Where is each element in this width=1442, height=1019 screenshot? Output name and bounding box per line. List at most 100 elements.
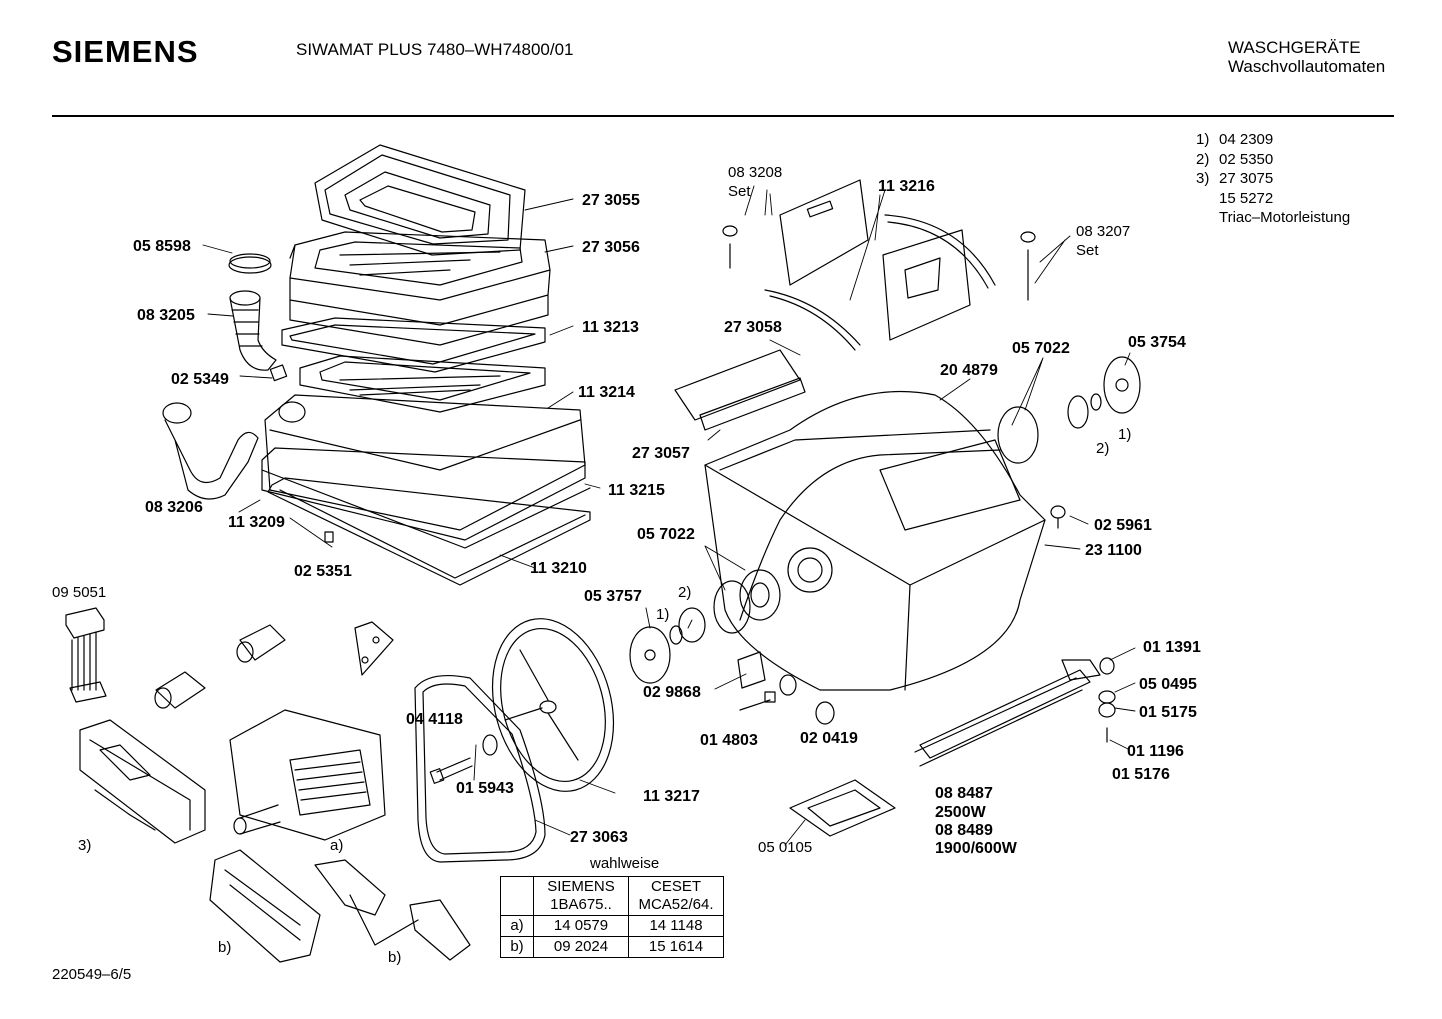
label-113214: 11 3214 [578,384,635,401]
label-1900w: 1900/600W [935,840,1018,857]
options-cell: 14 0579 [533,915,629,937]
label-113216: 11 3216 [878,178,935,195]
wiring-connector [65,607,107,703]
label-025349: 02 5349 [171,371,229,388]
pulley-bolt [429,734,498,784]
label-095051: 09 5051 [52,584,106,601]
footnote-1: 1)04 2309 [1196,131,1274,148]
filler-hose [229,290,288,382]
label-029868: 02 9868 [643,684,701,701]
label-113213: 11 3213 [582,319,639,336]
label-set-1: Set [728,183,751,200]
label-025351: 02 5351 [294,563,352,580]
label-footnote-1b: 1) [656,606,669,623]
label-053757: 05 3757 [584,588,642,605]
label-113209: 11 3209 [228,514,285,531]
label-088489: 08 8489 [935,822,993,839]
screw [1050,505,1066,529]
door-panel-right [882,214,996,341]
label-053754: 05 3754 [1128,334,1186,351]
label-273056: 27 3056 [582,239,640,256]
label-015175: 01 5175 [1139,704,1197,721]
label-footnote-2a: 2) [1096,440,1109,457]
motor-bracket [354,621,394,676]
label-set-2: Set [1076,242,1099,259]
tub-frame-rail [267,477,591,586]
label-113215: 11 3215 [608,482,665,499]
label-011391: 01 1391 [1143,639,1201,656]
label-083205: 08 3205 [137,307,195,324]
detergent-tray [314,144,526,256]
drain-hose [162,402,259,500]
motor [229,709,386,841]
door-screws [722,225,1036,301]
footnote-3b: 15 5272 [1219,189,1274,207]
category-title: WASCHGERÄTE [1228,38,1361,57]
label-020419: 02 0419 [800,730,858,747]
model-title: SIWAMAT PLUS 7480–WH74800/01 [296,40,574,59]
options-cell: 15 1614 [628,936,724,958]
label-025961: 02 5961 [1094,517,1152,534]
motor-control-board [79,719,206,844]
label-footnote-1a: 1) [1118,426,1131,443]
label-044118: 04 4118 [406,711,463,728]
label-273058: 27 3058 [724,319,782,336]
tub-gasket-upper [289,231,551,346]
heater-fasteners [1098,657,1116,743]
rear-flange-assembly [629,569,781,684]
hose-clamp [228,253,272,274]
label-015943: 01 5943 [456,780,514,797]
control-strip [674,349,806,431]
machine-foot [789,779,896,837]
label-011196: 01 1196 [1127,743,1184,760]
label-273057: 27 3057 [632,445,690,462]
label-083206: 08 3206 [145,499,203,516]
options-row-b: b) 09 2024 15 1614 [500,936,724,958]
label-273055: 27 3055 [582,192,640,209]
label-113217: 11 3217 [643,788,700,805]
label-083208: 08 3208 [728,164,782,181]
options-row-label: b) [500,936,534,958]
outer-tub [704,390,1046,691]
label-057022-a: 05 7022 [1012,340,1070,357]
label-231100: 23 1100 [1085,542,1142,559]
label-083207: 08 3207 [1076,223,1130,240]
seal-parts [737,651,835,725]
footnote-3c: Triac–Motorleistung [1219,209,1351,226]
options-row-label: a) [500,915,534,937]
leader-lines [202,185,1136,846]
footnote-2: 2)02 5350 [1196,150,1274,168]
label-050105: 05 0105 [758,839,812,856]
label-015176: 01 5176 [1112,766,1170,783]
brand-logo: SIEMENS [52,34,199,69]
label-204879: 20 4879 [940,362,998,379]
options-corner [500,876,534,916]
label-113210: 11 3210 [530,560,587,577]
subcategory-title: Waschvollautomaten [1228,57,1386,76]
label-motor-a: a) [330,837,343,854]
door-panel-left [764,179,869,351]
drum-pulley [491,618,615,792]
label-014803: 01 4803 [700,732,758,749]
options-cell: 09 2024 [533,936,629,958]
drive-belt [414,675,546,863]
footnote-list: 1)04 2309 2)02 5350 3)27 3075 15 5272 Tr… [1196,130,1350,228]
heating-element [914,659,1101,767]
carbon-brush-holder-2 [314,859,471,961]
outer-tub-top [264,355,586,531]
carbon-brush-holder-1 [209,849,321,963]
options-title: wahlweise [590,855,660,872]
options-cell: 14 1148 [628,915,724,937]
front-flange-assembly [997,356,1141,464]
label-273063: 27 3063 [570,829,628,846]
label-board-3: 3) [78,837,91,854]
label-057022-b: 05 7022 [637,526,695,543]
label-brush-b1: b) [218,939,231,956]
tub-gasket-lower [281,317,546,373]
label-2500w: 2500W [935,804,987,821]
footnote-3: 3)27 3075 [1196,170,1274,187]
